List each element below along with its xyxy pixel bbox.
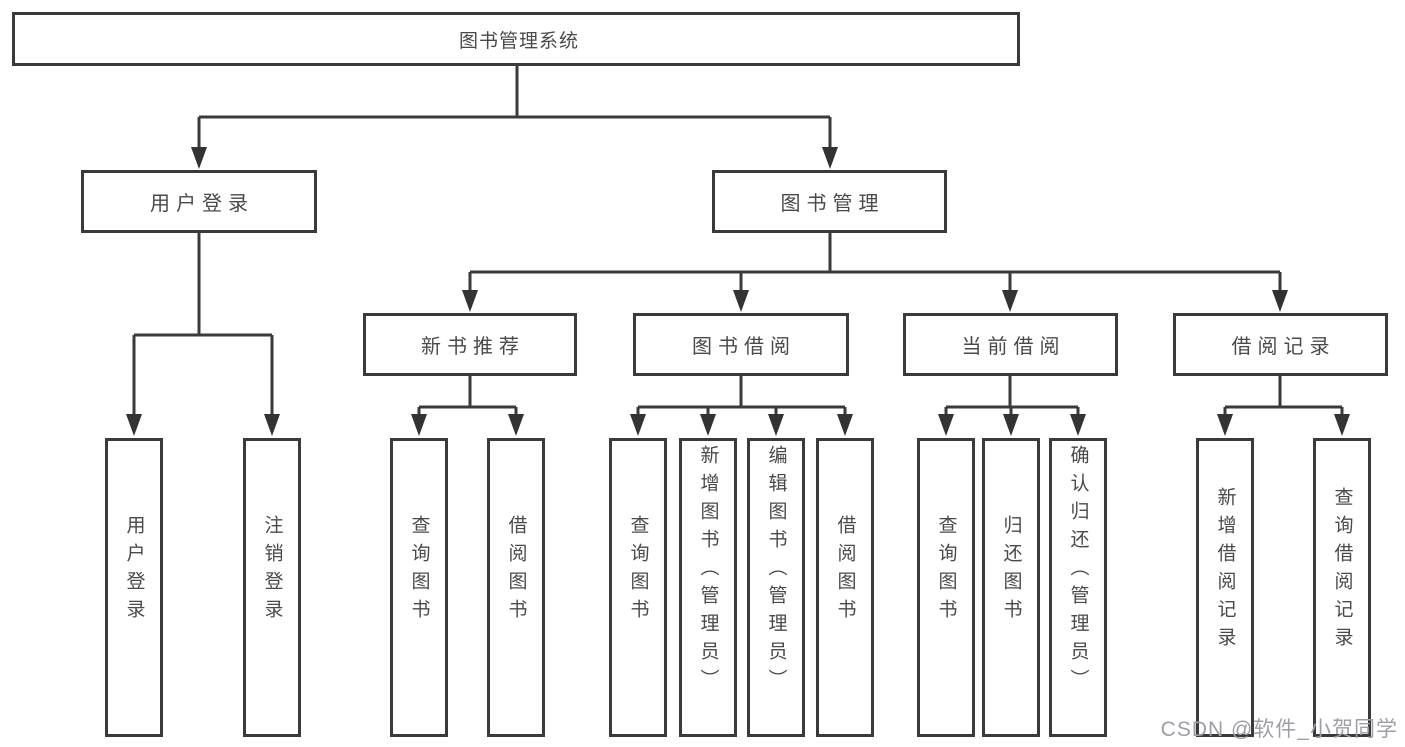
leaf-add-books-admin: 新增图书（管理员） [679, 438, 737, 737]
node-user-login: 用户登录 [81, 170, 317, 233]
leaf-return-books: 归还图书 [982, 438, 1040, 737]
csdn-watermark: CSDN @软件_小贺同学 [1160, 718, 1398, 741]
node-label: 图书借阅 [692, 336, 796, 358]
leaf-label: 查询图书 [627, 514, 649, 627]
leaf-query-books-recommend: 查询图书 [390, 438, 448, 737]
node-label: 图书管理 [780, 193, 885, 215]
leaf-label: 确认归还（管理员） [1067, 444, 1089, 697]
node-label: 当前借阅 [961, 336, 1066, 358]
connector-path [132, 66, 1344, 419]
node-label: 图书管理系统 [458, 30, 579, 52]
node-library-management-system: 图书管理系统 [12, 12, 1020, 66]
node-current-borrow: 当前借阅 [903, 313, 1118, 376]
node-label: 新书推荐 [421, 336, 525, 358]
leaf-borrow-books-recommend: 借阅图书 [487, 438, 545, 737]
node-borrow-records: 借阅记录 [1173, 313, 1388, 376]
node-book-management: 图书管理 [712, 170, 947, 233]
leaf-label: 归还图书 [1000, 514, 1022, 627]
leaf-label: 查询借阅记录 [1331, 486, 1353, 655]
leaf-label: 编辑图书（管理员） [765, 444, 787, 697]
leaf-borrow-books: 借阅图书 [816, 438, 874, 737]
leaf-label: 查询图书 [408, 514, 430, 627]
leaf-query-books-current: 查询图书 [917, 438, 975, 737]
leaf-label: 用户登录 [123, 514, 145, 627]
leaf-query-books-borrow: 查询图书 [609, 438, 667, 737]
node-book-borrow: 图书借阅 [633, 313, 849, 376]
leaf-add-borrow-record: 新增借阅记录 [1196, 438, 1254, 737]
leaf-label: 新增图书（管理员） [697, 444, 719, 697]
leaf-confirm-return-admin: 确认归还（管理员） [1049, 438, 1107, 737]
leaf-label: 注销登录 [261, 514, 283, 627]
leaf-user-login: 用户登录 [105, 438, 163, 737]
arrowheads [126, 147, 1350, 436]
leaf-query-borrow-record: 查询借阅记录 [1313, 438, 1371, 737]
leaf-logout-login: 注销登录 [243, 438, 301, 737]
leaf-label: 借阅图书 [505, 514, 527, 627]
node-label: 用户登录 [150, 193, 254, 215]
leaf-label: 新增借阅记录 [1214, 486, 1236, 655]
node-new-book-recommend: 新书推荐 [363, 313, 577, 376]
leaf-label: 查询图书 [935, 514, 957, 627]
node-label: 借阅记录 [1231, 336, 1336, 358]
leaf-edit-books-admin: 编辑图书（管理员） [747, 438, 805, 737]
leaf-label: 借阅图书 [834, 514, 856, 627]
